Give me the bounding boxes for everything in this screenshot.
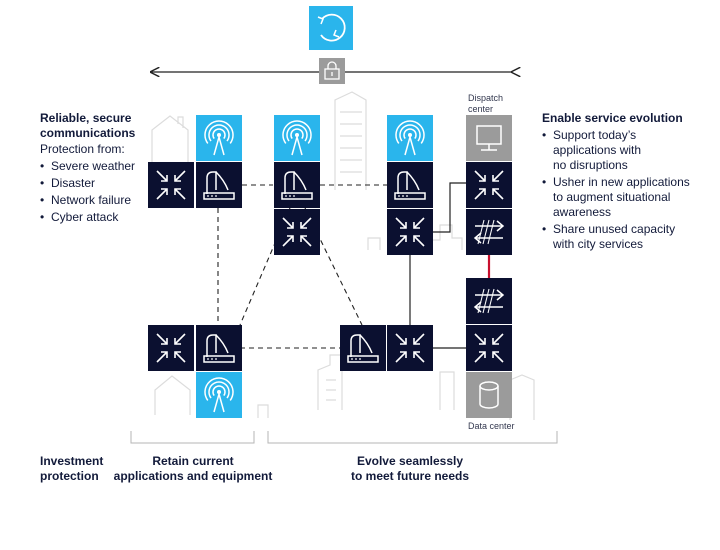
evolution-item-usher-l2: to augment situational xyxy=(553,190,671,204)
site1-router-icon xyxy=(148,162,194,208)
evolved-links xyxy=(409,182,466,349)
footer-evolve: Evolve seamlessly to meet future needs xyxy=(320,454,500,484)
site4-antenna-icon xyxy=(196,372,242,418)
data-center-label: Data center xyxy=(468,421,515,431)
footer-evolve-l1: Evolve seamlessly xyxy=(356,454,464,468)
evolution-item-support-l1: Support today’s xyxy=(553,128,637,142)
lock-icon xyxy=(319,58,345,84)
protection-item-disaster: Disaster xyxy=(40,176,135,191)
site3-radio-icon xyxy=(387,162,433,208)
site2-radio-icon xyxy=(274,162,320,208)
dispatch-label-l2: center xyxy=(468,104,494,114)
evolution-item-support-l3: no disruptions xyxy=(553,158,628,172)
evolution-item-share: Share unused capacity with city services xyxy=(542,222,690,252)
dispatch-router-icon xyxy=(466,162,512,208)
left-panel-subtitle: Protection from: xyxy=(40,142,125,156)
datacenter-database-icon xyxy=(466,372,512,418)
site4-radio-icon xyxy=(196,325,242,371)
footer-retain-l1: Retain current xyxy=(152,454,234,468)
right-panel-title: Enable service evolution xyxy=(542,111,683,125)
evolution-item-support-l2: applications with xyxy=(553,143,642,157)
evolution-item-share-l1: Share unused capacity xyxy=(553,222,676,236)
datacenter-switch-icon xyxy=(466,278,512,324)
right-panel-list: Support today’s applications with no dis… xyxy=(542,128,690,254)
site5-router-icon xyxy=(387,325,433,371)
evolution-item-usher: Usher in new applications to augment sit… xyxy=(542,175,690,220)
site1-radio-icon xyxy=(196,162,242,208)
footer-retain: Retain current applications and equipmen… xyxy=(112,454,274,484)
left-panel-list: Severe weather Disaster Network failure … xyxy=(40,159,135,227)
site3-antenna-icon xyxy=(387,115,433,161)
protection-item-weather: Severe weather xyxy=(40,159,135,174)
site5-radio-icon xyxy=(340,325,386,371)
dispatch-switch-icon xyxy=(466,209,512,255)
left-panel-title-line2: communications xyxy=(40,126,136,140)
building-outlines xyxy=(151,91,535,420)
left-panel-title-line1: Reliable, secure xyxy=(40,111,132,125)
footer-investment-l1: Investment xyxy=(40,454,104,468)
dispatch-label-l1: Dispatch xyxy=(468,93,504,103)
left-panel-title: Reliable, secure communications xyxy=(40,111,135,141)
evolution-item-share-l2: with city services xyxy=(553,237,644,251)
evolution-item-support: Support today’s applications with no dis… xyxy=(542,128,690,173)
site3-router-icon xyxy=(387,209,433,255)
footer-retain-l2: applications and equipment xyxy=(113,469,273,483)
site4-router-icon xyxy=(148,325,194,371)
footer-investment-l2: protection xyxy=(40,469,99,483)
site2-router-icon xyxy=(274,209,320,255)
evolution-item-usher-l1: Usher in new applications xyxy=(553,175,690,189)
site1-antenna-icon xyxy=(196,115,242,161)
evolution-cycle-icon xyxy=(309,6,353,50)
protection-item-network: Network failure xyxy=(40,193,135,208)
dispatch-center-label: Dispatch center xyxy=(468,93,503,115)
evolution-item-usher-l3: awareness xyxy=(553,205,612,219)
protection-item-cyber: Cyber attack xyxy=(40,210,135,225)
dispatch-monitor-icon xyxy=(466,115,512,161)
site2-antenna-icon xyxy=(274,115,320,161)
footer-investment: Investment protection xyxy=(40,454,103,484)
datacenter-router-icon xyxy=(466,325,512,371)
footer-evolve-l2: to meet future needs xyxy=(350,469,470,483)
